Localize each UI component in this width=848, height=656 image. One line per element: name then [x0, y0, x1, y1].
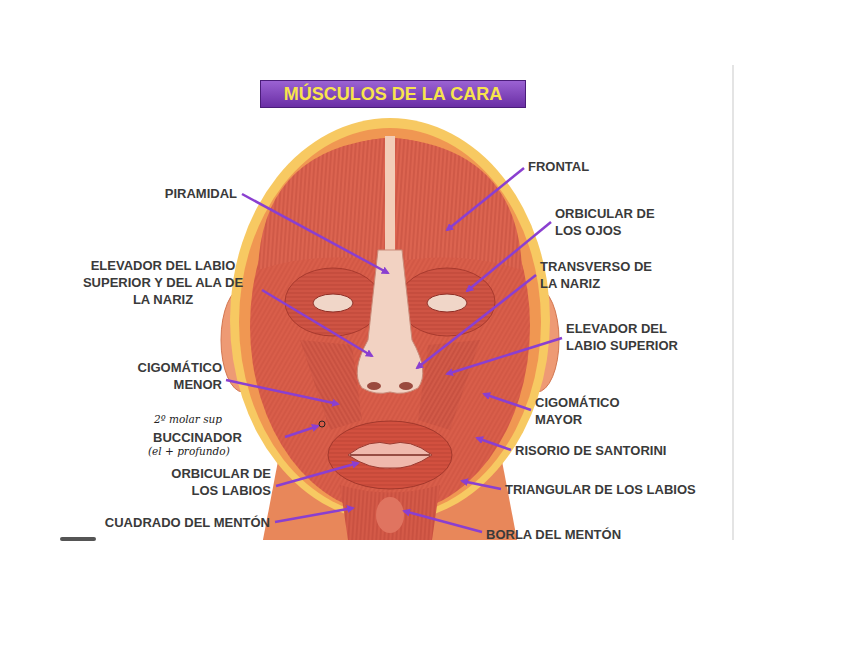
leader-lines [226, 168, 562, 532]
muscle-label: CIGOMÁTICO MENOR [122, 359, 222, 393]
muscle-label: ORBICULAR DE LOS LABIOS [146, 465, 271, 499]
muscle-label: CUADRADO DEL MENTÓN [70, 514, 270, 531]
muscle-label: TRIANGULAR DE LOS LABIOS [505, 481, 725, 498]
muscle-label: RISORIO DE SANTORINI [515, 442, 715, 459]
muscle-label: ORBICULAR DE LOS OJOS [555, 205, 680, 239]
muscle-label: ELEVADOR DEL LABIO SUPERIOR [566, 320, 706, 354]
handwritten-mark [319, 421, 325, 427]
muscle-label: ELEVADOR DEL LABIO SUPERIOR Y DEL ALA DE… [73, 257, 253, 308]
title-text: MÚSCULOS DE LA CARA [284, 84, 502, 105]
muscle-label: PIRAMIDAL [97, 185, 237, 202]
handwritten-note: (el + profundo) [148, 445, 268, 458]
muscle-label: FRONTAL [528, 158, 668, 175]
muscle-label: TRANSVERSO DE LA NARIZ [540, 258, 665, 292]
muscle-label: BORLA DEL MENTÓN [486, 526, 666, 543]
muscle-label: BUCCINADOR [153, 429, 281, 446]
handwritten-note: 2º molar sup [154, 413, 274, 426]
muscle-label: CIGOMÁTICO MAYOR [535, 394, 635, 428]
title-banner: MÚSCULOS DE LA CARA [260, 80, 526, 108]
